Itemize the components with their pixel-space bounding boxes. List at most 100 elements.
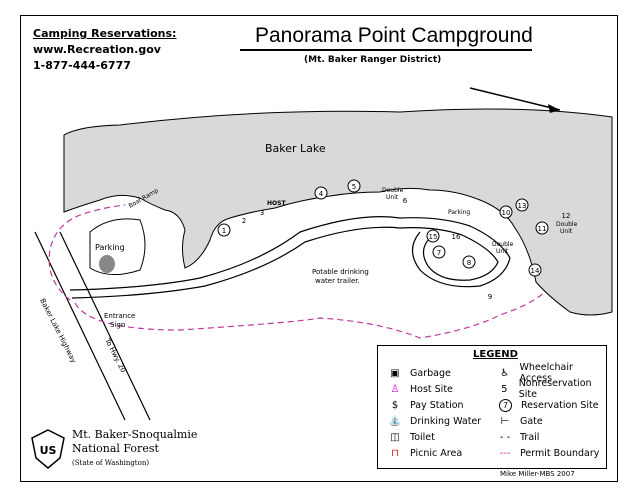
legend-boundary-label: Permit Boundary — [520, 447, 600, 459]
forest-text: Mt. Baker-Snoqualmie National Forest (St… — [72, 428, 197, 470]
parking-island — [99, 255, 115, 273]
nonreservation-icon: 5 — [501, 383, 508, 395]
forest-block: US Mt. Baker-Snoqualmie National Forest … — [30, 428, 197, 470]
legend-res: 7 Reservation Site — [496, 398, 599, 412]
lake-label: Baker Lake — [265, 142, 326, 155]
legend-garbage-label: Garbage — [410, 367, 451, 379]
site-number: 1 — [222, 227, 226, 235]
garbage-icon: ▣ — [390, 367, 400, 379]
svg-text:US: US — [40, 444, 57, 457]
legend-boundary: --- Permit Boundary — [496, 446, 600, 460]
parking-small-label: Parking — [448, 209, 470, 216]
north-arrow — [469, 87, 561, 111]
site-marker-circle — [535, 221, 549, 235]
host-site-icon: ♙ — [390, 383, 400, 395]
title-rule — [240, 49, 532, 51]
north-arrow-head — [548, 104, 560, 113]
reservation-icon: 7 — [499, 398, 512, 412]
site-marker-circle — [217, 223, 231, 237]
legend-pay-label: Pay Station — [410, 399, 464, 411]
toilet-icon: ◫ — [390, 431, 400, 443]
site-marker-circle — [499, 205, 513, 219]
site-number: 14 — [531, 267, 540, 275]
legend-pay: $ Pay Station — [386, 398, 464, 412]
pay-station-icon: $ — [391, 399, 399, 411]
main-road — [69, 216, 511, 291]
lake-shape — [63, 108, 613, 316]
map-credit: Mike Miller-MBS 2007 — [500, 470, 575, 478]
legend-gate-label: Gate — [520, 415, 543, 427]
parking-label: Parking — [95, 243, 125, 252]
site-number: 2 — [242, 217, 246, 225]
legend-wheelchair-label: Wheelchair Access — [519, 362, 573, 384]
site-marker-circle — [347, 179, 361, 193]
page-subtitle: (Mt. Baker Ranger District) — [304, 55, 442, 65]
site-number: 13 — [518, 202, 527, 210]
permit-boundary — [48, 204, 546, 339]
wheelchair-icon: ♿ — [500, 367, 510, 379]
entrance-sign-line2: Sign — [110, 321, 125, 329]
host-label: HOST — [267, 200, 286, 207]
legend: LEGEND ▣ Garbage ♙ Host Site $ Pay Stati… — [377, 345, 607, 469]
highway-edge-west — [34, 231, 126, 421]
site-number: 7 — [437, 249, 441, 257]
legend-trail: - - Trail — [496, 430, 540, 444]
legend-garbage: ▣ Garbage — [386, 366, 451, 380]
forest-line2: National Forest — [72, 442, 159, 455]
water-trailer-line1: Potable drinking — [312, 268, 369, 276]
site-number: 4 — [319, 190, 324, 198]
legend-nonres: 5 Nonreservation Site — [496, 378, 606, 400]
site-marker-circle — [432, 245, 446, 259]
water-trailer-line2: water trailer. — [315, 277, 360, 285]
reservations-website[interactable]: www.Recreation.gov — [33, 43, 161, 56]
page-title: Panorama Point Campground — [255, 24, 533, 47]
water-trailer-label: Potable drinking water trailer. — [312, 268, 371, 285]
site-number: 12 — [562, 212, 571, 220]
map-frame — [20, 15, 618, 482]
legend-gate: ⊢ Gate — [496, 414, 543, 428]
site-number: 8 — [467, 259, 471, 267]
main-road-inner — [71, 226, 499, 299]
legend-toilet-label: Toilet — [410, 431, 435, 443]
legend-picnic: ⊓ Picnic Area — [386, 446, 462, 460]
site-number: 10 — [502, 209, 511, 217]
legend-wheelchair: ♿ Wheelchair Access — [496, 362, 606, 384]
picnic-area-icon: ⊓ — [391, 447, 399, 459]
site-marker-circle — [462, 255, 476, 269]
gate-icon: ⊢ — [500, 415, 510, 427]
trail-icon: - - — [499, 431, 511, 443]
site-marker-circle — [314, 186, 328, 200]
reservations-block: Camping Reservations: www.Recreation.gov… — [33, 26, 176, 74]
site-number: 9 — [488, 293, 492, 301]
drinking-water-icon: ⛲ — [388, 415, 402, 427]
site-number: 3 — [260, 209, 264, 217]
legend-host-label: Host Site — [410, 383, 453, 395]
site-marker-circle — [426, 229, 440, 243]
parking-lot — [89, 218, 146, 275]
legend-trail-label: Trail — [520, 431, 540, 443]
site-marker-circle — [515, 198, 529, 212]
site-marker-circle — [528, 263, 542, 277]
legend-toilet: ◫ Toilet — [386, 430, 435, 444]
permit-boundary-icon: --- — [499, 447, 511, 459]
entrance-sign-label: Entrance Sign — [104, 312, 138, 329]
reservations-heading: Camping Reservations: — [33, 27, 177, 40]
to-hwy-label: To Hwy. 20 — [103, 336, 127, 374]
legend-water: ⛲ Drinking Water — [386, 414, 481, 428]
site-number: 15 — [429, 233, 438, 241]
forest-line3: (State of Washington) — [72, 459, 150, 467]
highway-edge-east — [59, 231, 151, 421]
site-number: 11 — [538, 225, 547, 233]
reservations-phone: 1-877-444-6777 — [33, 59, 131, 72]
site-number: 5 — [352, 183, 356, 191]
forest-service-shield-icon: US — [31, 429, 65, 469]
entrance-sign-line1: Entrance — [104, 312, 135, 320]
legend-res-label: Reservation Site — [521, 399, 599, 411]
legend-host: ♙ Host Site — [386, 382, 453, 396]
legend-nonres-label: Nonreservation Site — [518, 378, 592, 400]
